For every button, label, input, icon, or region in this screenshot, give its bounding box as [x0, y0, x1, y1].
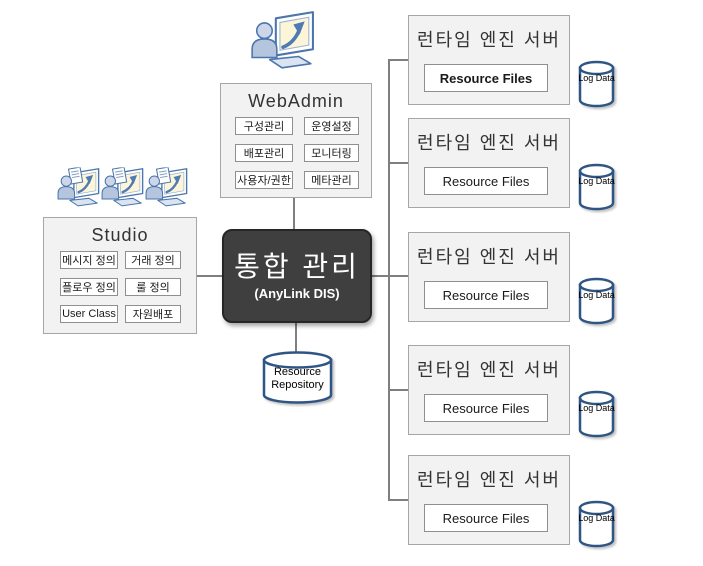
log-data-cylinder: Log Data: [578, 277, 615, 325]
resource-repository-cylinder: Resource Repository: [262, 351, 333, 406]
resource-files-box: Resource Files: [424, 167, 548, 195]
server-box: 런타임 엔진 서버 Resource Files: [408, 118, 570, 208]
resource-files-box: Resource Files: [424, 281, 548, 309]
user-computer-document-icon: [56, 161, 100, 215]
webadmin-item-meta: 메타관리: [304, 171, 359, 189]
studio-item-resource-deploy: 자원배포: [125, 305, 181, 323]
resource-files-box: Resource Files: [424, 64, 548, 92]
database-icon: [578, 500, 615, 548]
connector-branch-server-3: [388, 275, 408, 277]
database-icon: [578, 163, 615, 211]
server-title: 런타임 엔진 서버: [417, 360, 561, 380]
database-icon: [578, 60, 615, 108]
database-icon: [578, 390, 615, 438]
connector-branch-server-4: [388, 389, 408, 391]
resource-repository-label: Resource Repository: [271, 366, 324, 392]
server-title: 런타임 엔진 서버: [417, 30, 561, 50]
webadmin-item-user-auth: 사용자/권한: [235, 171, 293, 189]
connector-branch-server-1: [388, 59, 408, 61]
connector-central-to-trunk: [372, 275, 390, 277]
user-computer-document-icon: [100, 161, 144, 215]
central-title: 통합 관리: [234, 251, 360, 282]
webadmin-item-deploy: 배포관리: [235, 144, 293, 162]
log-data-cylinder: Log Data: [578, 163, 615, 211]
studio-item-rule-define: 룰 정의: [125, 278, 181, 296]
central-subtitle: (AnyLink DIS): [254, 286, 340, 301]
webadmin-item-monitoring: 모니터링: [304, 144, 359, 162]
connector-central-to-repository: [295, 323, 297, 352]
log-data-label: Log Data: [578, 176, 615, 186]
resource-files-box: Resource Files: [424, 394, 548, 422]
database-icon: [578, 277, 615, 325]
user-computer-document-icon: [144, 161, 188, 215]
log-data-cylinder: Log Data: [578, 390, 615, 438]
log-data-cylinder: Log Data: [578, 500, 615, 548]
server-title: 런타임 엔진 서버: [417, 247, 561, 267]
connector-webadmin-to-central: [293, 198, 295, 229]
log-data-cylinder: Log Data: [578, 60, 615, 108]
webadmin-item-operation: 운영설정: [304, 117, 359, 135]
server-box: 런타임 엔진 서버 Resource Files: [408, 345, 570, 435]
server-title: 런타임 엔진 서버: [417, 470, 561, 490]
studio-panel: Studio 메시지 정의 거래 정의 플로우 정의 룰 정의 User Cla…: [43, 217, 197, 334]
studio-item-message-define: 메시지 정의: [60, 251, 118, 269]
resource-files-box: Resource Files: [424, 504, 548, 532]
connector-studio-to-central: [197, 275, 222, 277]
studio-title: Studio: [91, 225, 149, 245]
log-data-label: Log Data: [578, 513, 615, 523]
central-management-box: 통합 관리 (AnyLink DIS): [222, 229, 372, 323]
server-box: 런타임 엔진 서버 Resource Files: [408, 15, 570, 105]
webadmin-item-config: 구성관리: [235, 117, 293, 135]
connector-trunk: [388, 59, 390, 501]
studio-item-flow-define: 플로우 정의: [60, 278, 118, 296]
connector-branch-server-5: [388, 499, 408, 501]
database-icon: [262, 351, 333, 404]
studio-item-transaction-define: 거래 정의: [125, 251, 181, 269]
connector-branch-server-2: [388, 162, 408, 164]
log-data-label: Log Data: [578, 403, 615, 413]
webadmin-title: WebAdmin: [248, 91, 344, 111]
webadmin-panel: WebAdmin 구성관리 운영설정 배포관리 모니터링 사용자/권한 메타관리: [220, 83, 372, 198]
log-data-label: Log Data: [578, 73, 615, 83]
server-box: 런타임 엔진 서버 Resource Files: [408, 455, 570, 545]
server-box: 런타임 엔진 서버 Resource Files: [408, 232, 570, 322]
studio-item-user-class: User Class: [60, 305, 118, 323]
server-title: 런타임 엔진 서버: [417, 133, 561, 153]
log-data-label: Log Data: [578, 290, 615, 300]
user-computer-icon: [249, 10, 315, 72]
